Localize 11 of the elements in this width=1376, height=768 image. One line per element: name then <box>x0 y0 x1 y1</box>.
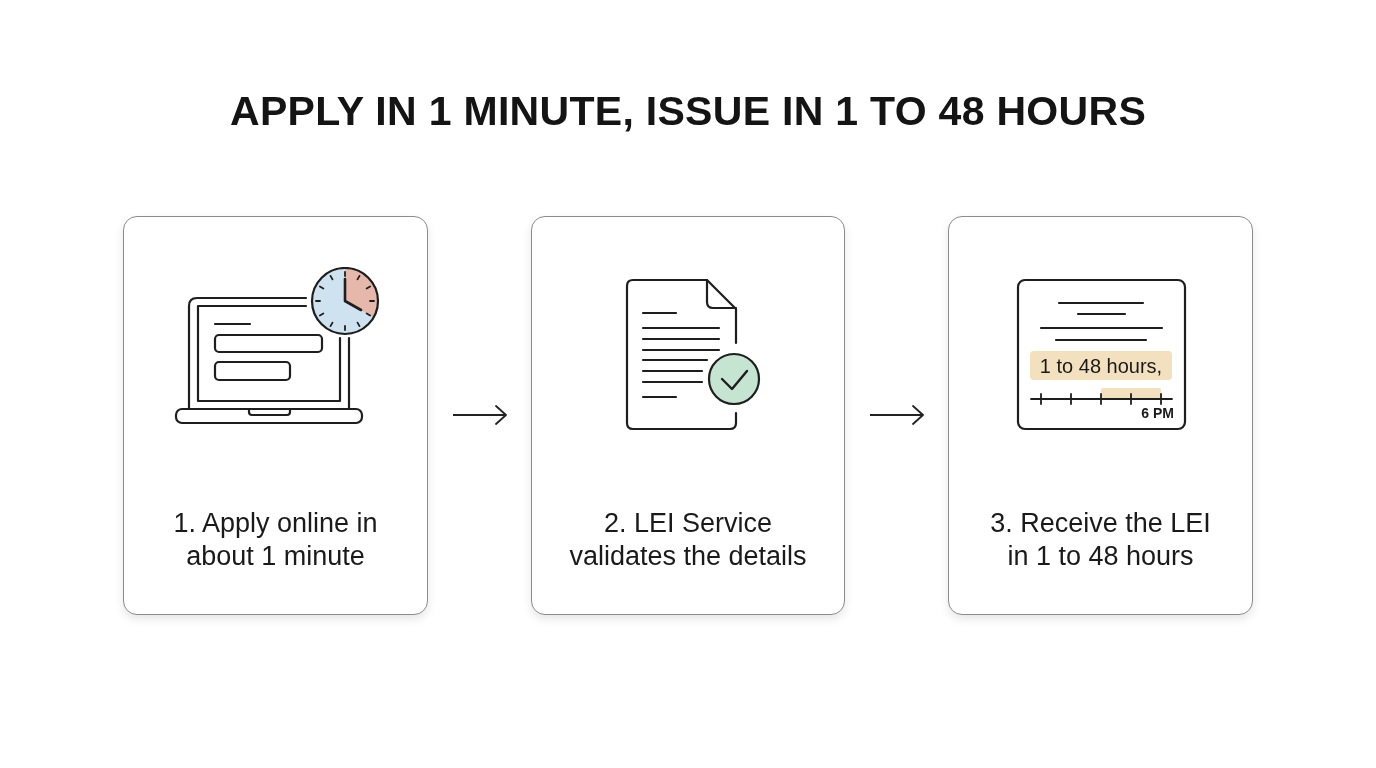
step-text: 1. Apply online in about 1 minute <box>172 507 379 573</box>
arrow <box>869 405 924 425</box>
step-card <box>531 216 845 615</box>
step-card <box>123 216 428 615</box>
step-text: 2. LEI Service validates the details <box>568 507 808 573</box>
title: APPLY IN 1 MINUTE, ISSUE IN 1 TO 48 HOURS <box>229 87 1147 136</box>
highlighted-text: 1 to 48 hours, <box>1030 351 1172 380</box>
arrow <box>452 405 507 425</box>
time-label: 6 PM <box>1140 404 1174 422</box>
step-card <box>948 216 1253 615</box>
step-text: 3. Receive the LEI in 1 to 48 hours <box>989 507 1212 573</box>
